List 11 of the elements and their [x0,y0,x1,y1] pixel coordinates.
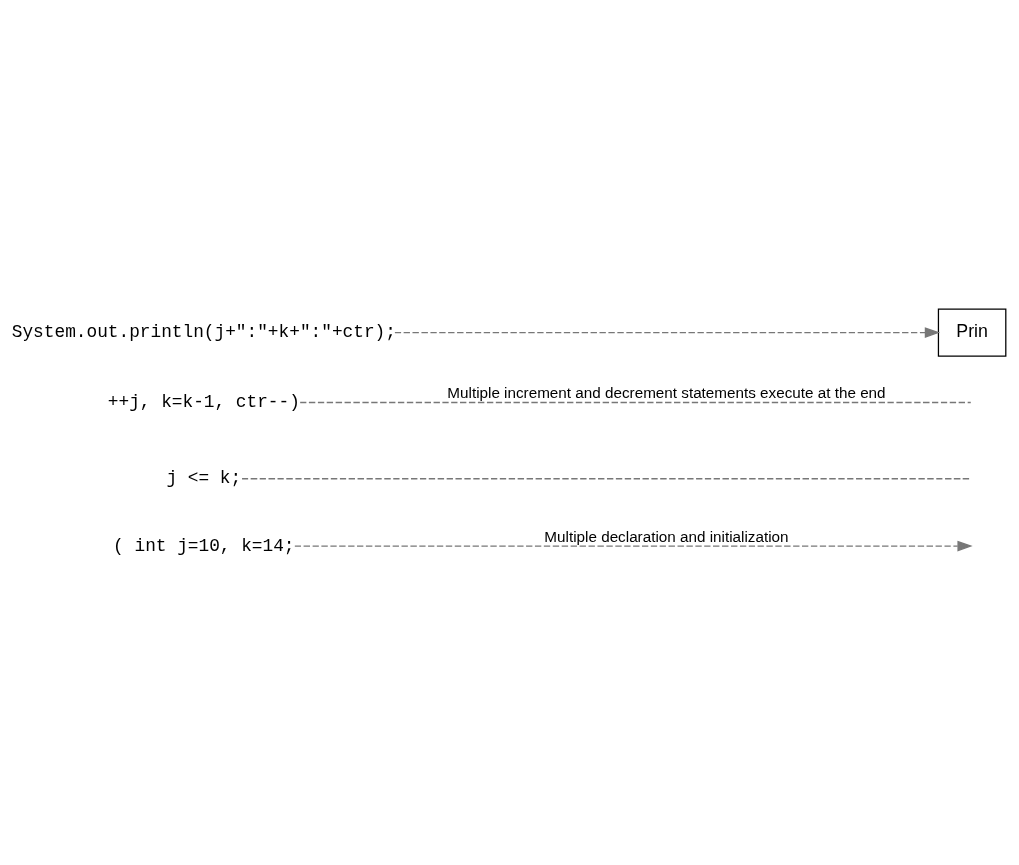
arrow [294,540,973,551]
edge-label: Multiple declaration and initialization [544,527,789,545]
node-box: Prin [937,307,1007,357]
node-text: System.out.println(j+":"+k+":"+ctr); [11,321,396,342]
connector [299,401,972,403]
connector [241,477,972,479]
node-text: ++j, k=k-1, ctr--) [107,391,300,412]
node-text: ( int j=10, k=14; [113,535,295,556]
node-text: j <= k; [166,467,242,488]
edge-label: Multiple increment and decrement statements execute at the end [447,383,886,401]
arrow [394,326,941,338]
